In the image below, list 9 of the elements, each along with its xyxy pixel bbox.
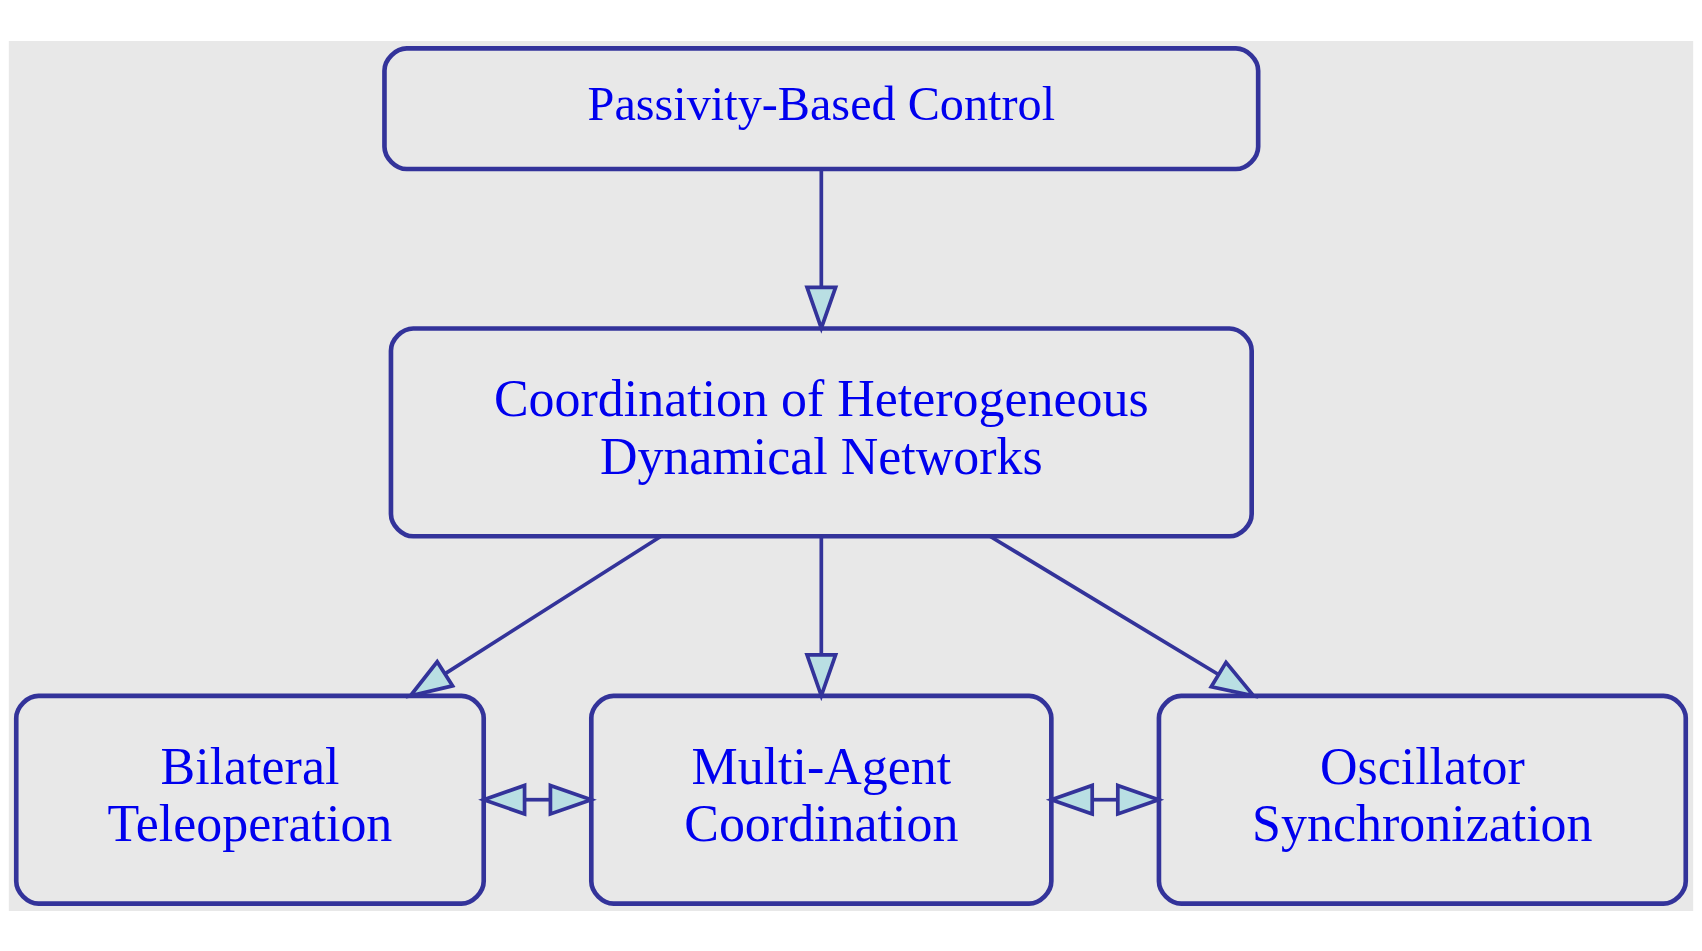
arrow bbox=[804, 168, 839, 334]
node-box: Oscillator Synchronization bbox=[1156, 693, 1689, 906]
arrow bbox=[478, 782, 597, 817]
node-box: Bilateral Teleoperation bbox=[13, 693, 487, 906]
node-box: Passivity-Based Control bbox=[382, 45, 1261, 171]
node-box: Coordination of Heterogeneous Dynamical Networks bbox=[388, 325, 1254, 539]
node-box: Multi-Agent Coordination bbox=[588, 693, 1054, 906]
arrow bbox=[804, 536, 839, 701]
arrow bbox=[1045, 782, 1165, 817]
